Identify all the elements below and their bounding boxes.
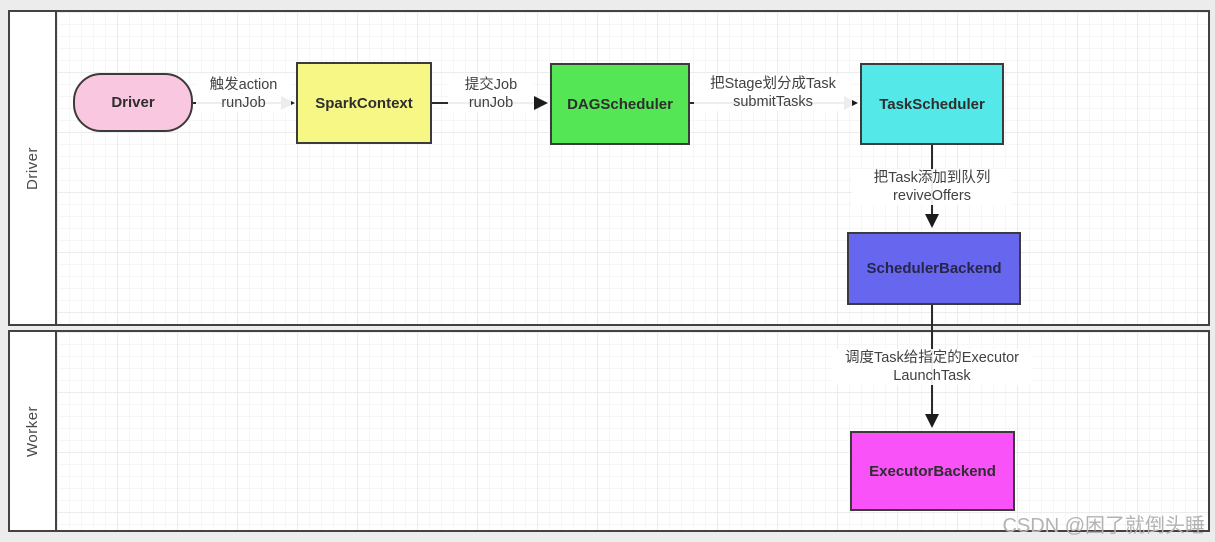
edge-label-line1: 触发action [209, 77, 278, 93]
node-spark-context-label: SparkContext [315, 94, 413, 112]
edge-label-line2: runJob [468, 95, 514, 111]
edge-label-line1: 调度Task给指定的Executor [844, 350, 1020, 366]
node-dag-scheduler-label: DAGScheduler [567, 95, 673, 113]
node-task-scheduler: TaskScheduler [860, 63, 1004, 145]
node-scheduler-backend: SchedulerBackend [847, 232, 1021, 305]
node-dag-scheduler: DAGScheduler [550, 63, 690, 145]
edge-dagscheduler-to-taskscheduler-label: 把Stage划分成Task submitTasks [694, 75, 852, 111]
edge-sparkcontext-to-dagscheduler-label: 提交Job runJob [448, 76, 534, 112]
swimlane-driver: Driver [8, 10, 1210, 326]
node-spark-context: SparkContext [296, 62, 432, 144]
node-driver: Driver [73, 73, 193, 132]
swimlane-worker-label: Worker [24, 405, 41, 457]
edge-label-line2: LaunchTask [893, 368, 971, 384]
swimlane-driver-title: Driver [10, 12, 57, 324]
csdn-watermark: CSDN @困了就倒头睡 [1002, 515, 1205, 537]
edge-label-line2: submitTasks [733, 94, 813, 110]
swimlane-worker-title: Worker [10, 332, 57, 530]
edge-schedulerbackend-to-executorbackend-label: 调度Task给指定的Executor LaunchTask [832, 349, 1032, 385]
node-executor-backend-label: ExecutorBackend [869, 462, 996, 480]
edge-label-line1: 把Task添加到队列 [873, 170, 991, 186]
edge-label-line1: 把Stage划分成Task [710, 76, 836, 92]
swimlane-driver-label: Driver [24, 146, 41, 190]
node-driver-label: Driver [111, 94, 155, 111]
arrowhead-right-icon [534, 96, 548, 110]
edge-label-line1: 提交Job [464, 77, 518, 93]
node-scheduler-backend-label: SchedulerBackend [866, 260, 1002, 277]
swimlane-driver-body [57, 12, 1208, 324]
edge-taskscheduler-to-schedulerbackend-label: 把Task添加到队列 reviveOffers [852, 169, 1012, 205]
edge-driver-to-sparkcontext-label: 触发action runJob [196, 76, 291, 112]
edge-label-line2: runJob [221, 95, 266, 111]
edge-label-line2: reviveOffers [893, 188, 971, 204]
arrowhead-down-icon [925, 214, 939, 228]
node-task-scheduler-label: TaskScheduler [879, 95, 985, 113]
swimlane-worker-body [57, 332, 1208, 530]
node-executor-backend: ExecutorBackend [850, 431, 1015, 511]
arrowhead-down-icon [925, 414, 939, 428]
